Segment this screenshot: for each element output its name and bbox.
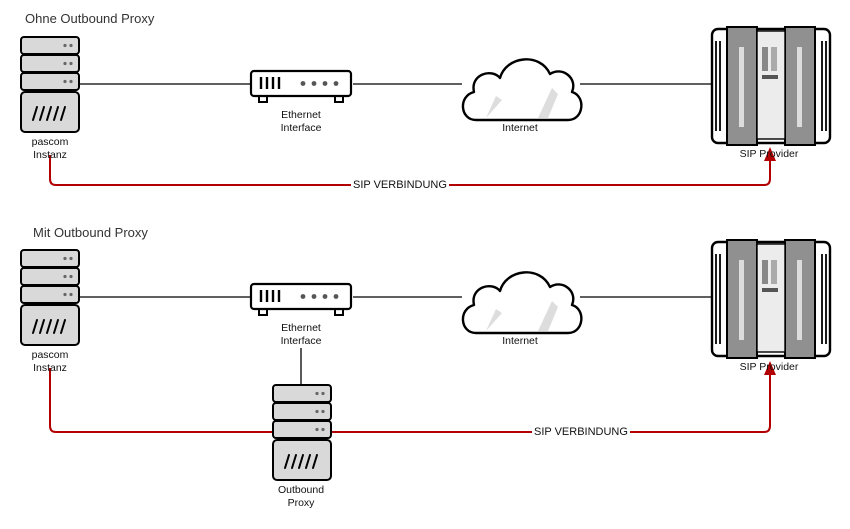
server-icon <box>20 36 80 133</box>
section-title-top: Ohne Outbound Proxy <box>25 11 155 26</box>
section-title-bottom: Mit Outbound Proxy <box>33 225 148 240</box>
pascom-label-line1: pascom <box>31 349 69 361</box>
server-icon <box>20 249 80 346</box>
sip-connection-label: SIP VERBINDUNG <box>532 425 630 439</box>
internet-label: Internet <box>502 122 538 134</box>
ethernet-label-line1: Ethernet <box>281 322 321 334</box>
ethernet-router-icon <box>249 282 353 317</box>
pascom-label-line2: Instanz <box>33 362 67 374</box>
pascom-label-line1: pascom <box>31 136 69 148</box>
outbound-proxy-label-line1: Outbound <box>277 484 325 496</box>
outbound-proxy-server-icon <box>272 384 332 481</box>
sip-connection-arrow <box>764 361 776 375</box>
bottom-section <box>20 238 832 481</box>
internet-label: Internet <box>502 335 538 347</box>
pascom-label-line2: Instanz <box>33 149 67 161</box>
sip-provider-label: SIP Provider <box>739 148 799 160</box>
sip-connection-arrow <box>764 147 776 161</box>
ethernet-label-line1: Ethernet <box>281 109 321 121</box>
top-section <box>20 25 832 186</box>
sip-connection-label: SIP VERBINDUNG <box>351 178 449 192</box>
cloud-icon <box>461 58 583 122</box>
sip-provider-rack-icon <box>710 25 832 147</box>
sip-provider-label: SIP Provider <box>739 361 799 373</box>
ethernet-router-icon <box>249 69 353 104</box>
sip-connection-line <box>49 368 771 433</box>
ethernet-label-line2: Interface <box>280 122 322 134</box>
ethernet-label-line2: Interface <box>280 335 322 347</box>
cloud-icon <box>461 271 583 335</box>
outbound-proxy-label-line2: Proxy <box>287 497 315 509</box>
sip-provider-rack-icon <box>710 238 832 360</box>
